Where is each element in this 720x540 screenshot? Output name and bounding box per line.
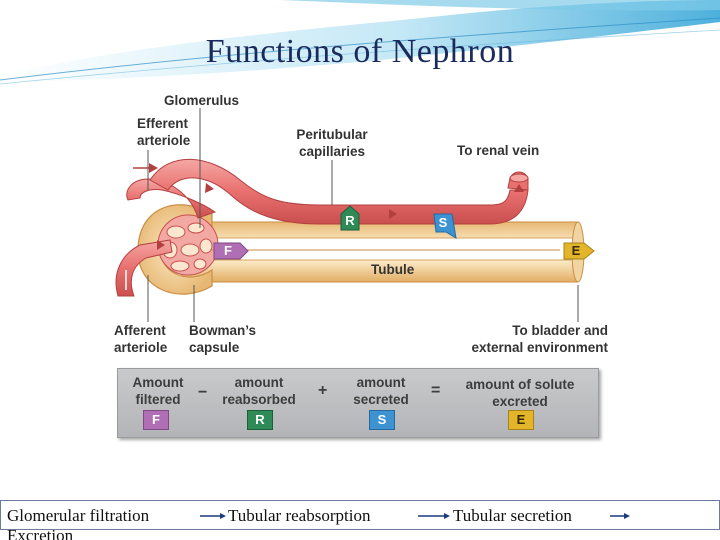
equation-term-reabsorbed: amount reabsorbed bbox=[216, 374, 302, 408]
label-peritubular: Peritubular capillaries bbox=[288, 126, 376, 160]
equation-plus: + bbox=[318, 382, 328, 399]
equation-term-secreted: amount secreted bbox=[344, 374, 418, 408]
process-flow-footer bbox=[0, 500, 720, 530]
equation-badge-reabsorption: R bbox=[247, 410, 273, 430]
header-decoration bbox=[0, 0, 720, 85]
equation-term-filtered-line2: filtered bbox=[135, 392, 181, 407]
equation-term-excreted-line1: amount of solute bbox=[465, 377, 575, 392]
footer-arrow-2 bbox=[444, 513, 450, 519]
flow-arrow bbox=[205, 183, 214, 193]
equation-equals: = bbox=[431, 382, 441, 399]
excretion-marker bbox=[563, 242, 595, 260]
footer-step-filtration: Glomerular filtration bbox=[7, 506, 150, 525]
reabsorption-marker-letter: R bbox=[345, 213, 355, 228]
label-peritubular-line1: Peritubular bbox=[296, 127, 368, 142]
flow-arrow bbox=[514, 184, 524, 192]
footer-step-secretion: Tubular secretion bbox=[453, 506, 572, 525]
equation-term-excreted: amount of solute excreted bbox=[455, 376, 585, 410]
filtration-marker bbox=[213, 242, 249, 260]
afferent-arteriole bbox=[115, 239, 173, 297]
equation-badge-excretion: E bbox=[508, 410, 534, 430]
equation-minus: − bbox=[198, 384, 208, 401]
label-efferent-line2: arteriole bbox=[137, 133, 191, 148]
reabsorption-marker bbox=[340, 205, 360, 231]
equation-badge-secretion: S bbox=[369, 410, 395, 430]
label-renal-vein: To renal vein bbox=[457, 143, 540, 158]
label-efferent-line1: Efferent bbox=[137, 116, 189, 131]
slide-title: Functions of Nephron bbox=[205, 33, 515, 70]
equation-term-excreted-line2: excreted bbox=[492, 394, 548, 409]
label-bowmans-line2: capsule bbox=[189, 340, 240, 355]
label-afferent: Afferent arteriole bbox=[114, 322, 167, 356]
flow-arrow bbox=[157, 240, 165, 250]
footer-step-reabsorption: Tubular reabsorption bbox=[228, 506, 371, 525]
excretion-marker-letter: E bbox=[571, 243, 581, 258]
label-bladder: To bladder and external environment bbox=[460, 322, 608, 356]
footer-arrow-1 bbox=[220, 513, 226, 519]
label-afferent-line1: Afferent bbox=[114, 323, 166, 338]
equation-badge-filtration: F bbox=[143, 410, 169, 430]
equation-term-secreted-line2: secreted bbox=[353, 392, 409, 407]
flow-arrow bbox=[149, 163, 158, 173]
footer-step-excretion: Excretion bbox=[7, 526, 74, 540]
label-bowmans-line1: Bowman’s bbox=[189, 323, 257, 338]
secretion-marker bbox=[433, 213, 457, 239]
label-tubule: Tubule bbox=[371, 262, 415, 277]
flow-arrow bbox=[389, 209, 397, 219]
filtration-marker-letter: F bbox=[224, 243, 232, 258]
equation-term-reabsorbed-line1: amount bbox=[234, 375, 284, 390]
label-afferent-line2: arteriole bbox=[114, 340, 168, 355]
footer-arrow-3 bbox=[624, 513, 630, 519]
label-peritubular-line2: capillaries bbox=[298, 144, 366, 159]
label-efferent: Efferent arteriole bbox=[137, 115, 190, 149]
label-bowmans: Bowman’s capsule bbox=[189, 322, 256, 356]
label-bladder-line2: external environment bbox=[471, 340, 608, 355]
equation-term-secreted-line1: amount bbox=[356, 375, 406, 390]
label-bladder-line1: To bladder and bbox=[512, 323, 608, 338]
equation-term-reabsorbed-line2: reabsorbed bbox=[222, 392, 296, 407]
label-glomerulus: Glomerulus bbox=[164, 93, 240, 108]
secretion-marker-letter: S bbox=[438, 215, 448, 230]
equation-term-filtered-line1: Amount bbox=[132, 375, 184, 390]
equation-term-filtered: Amount filtered bbox=[124, 374, 192, 408]
